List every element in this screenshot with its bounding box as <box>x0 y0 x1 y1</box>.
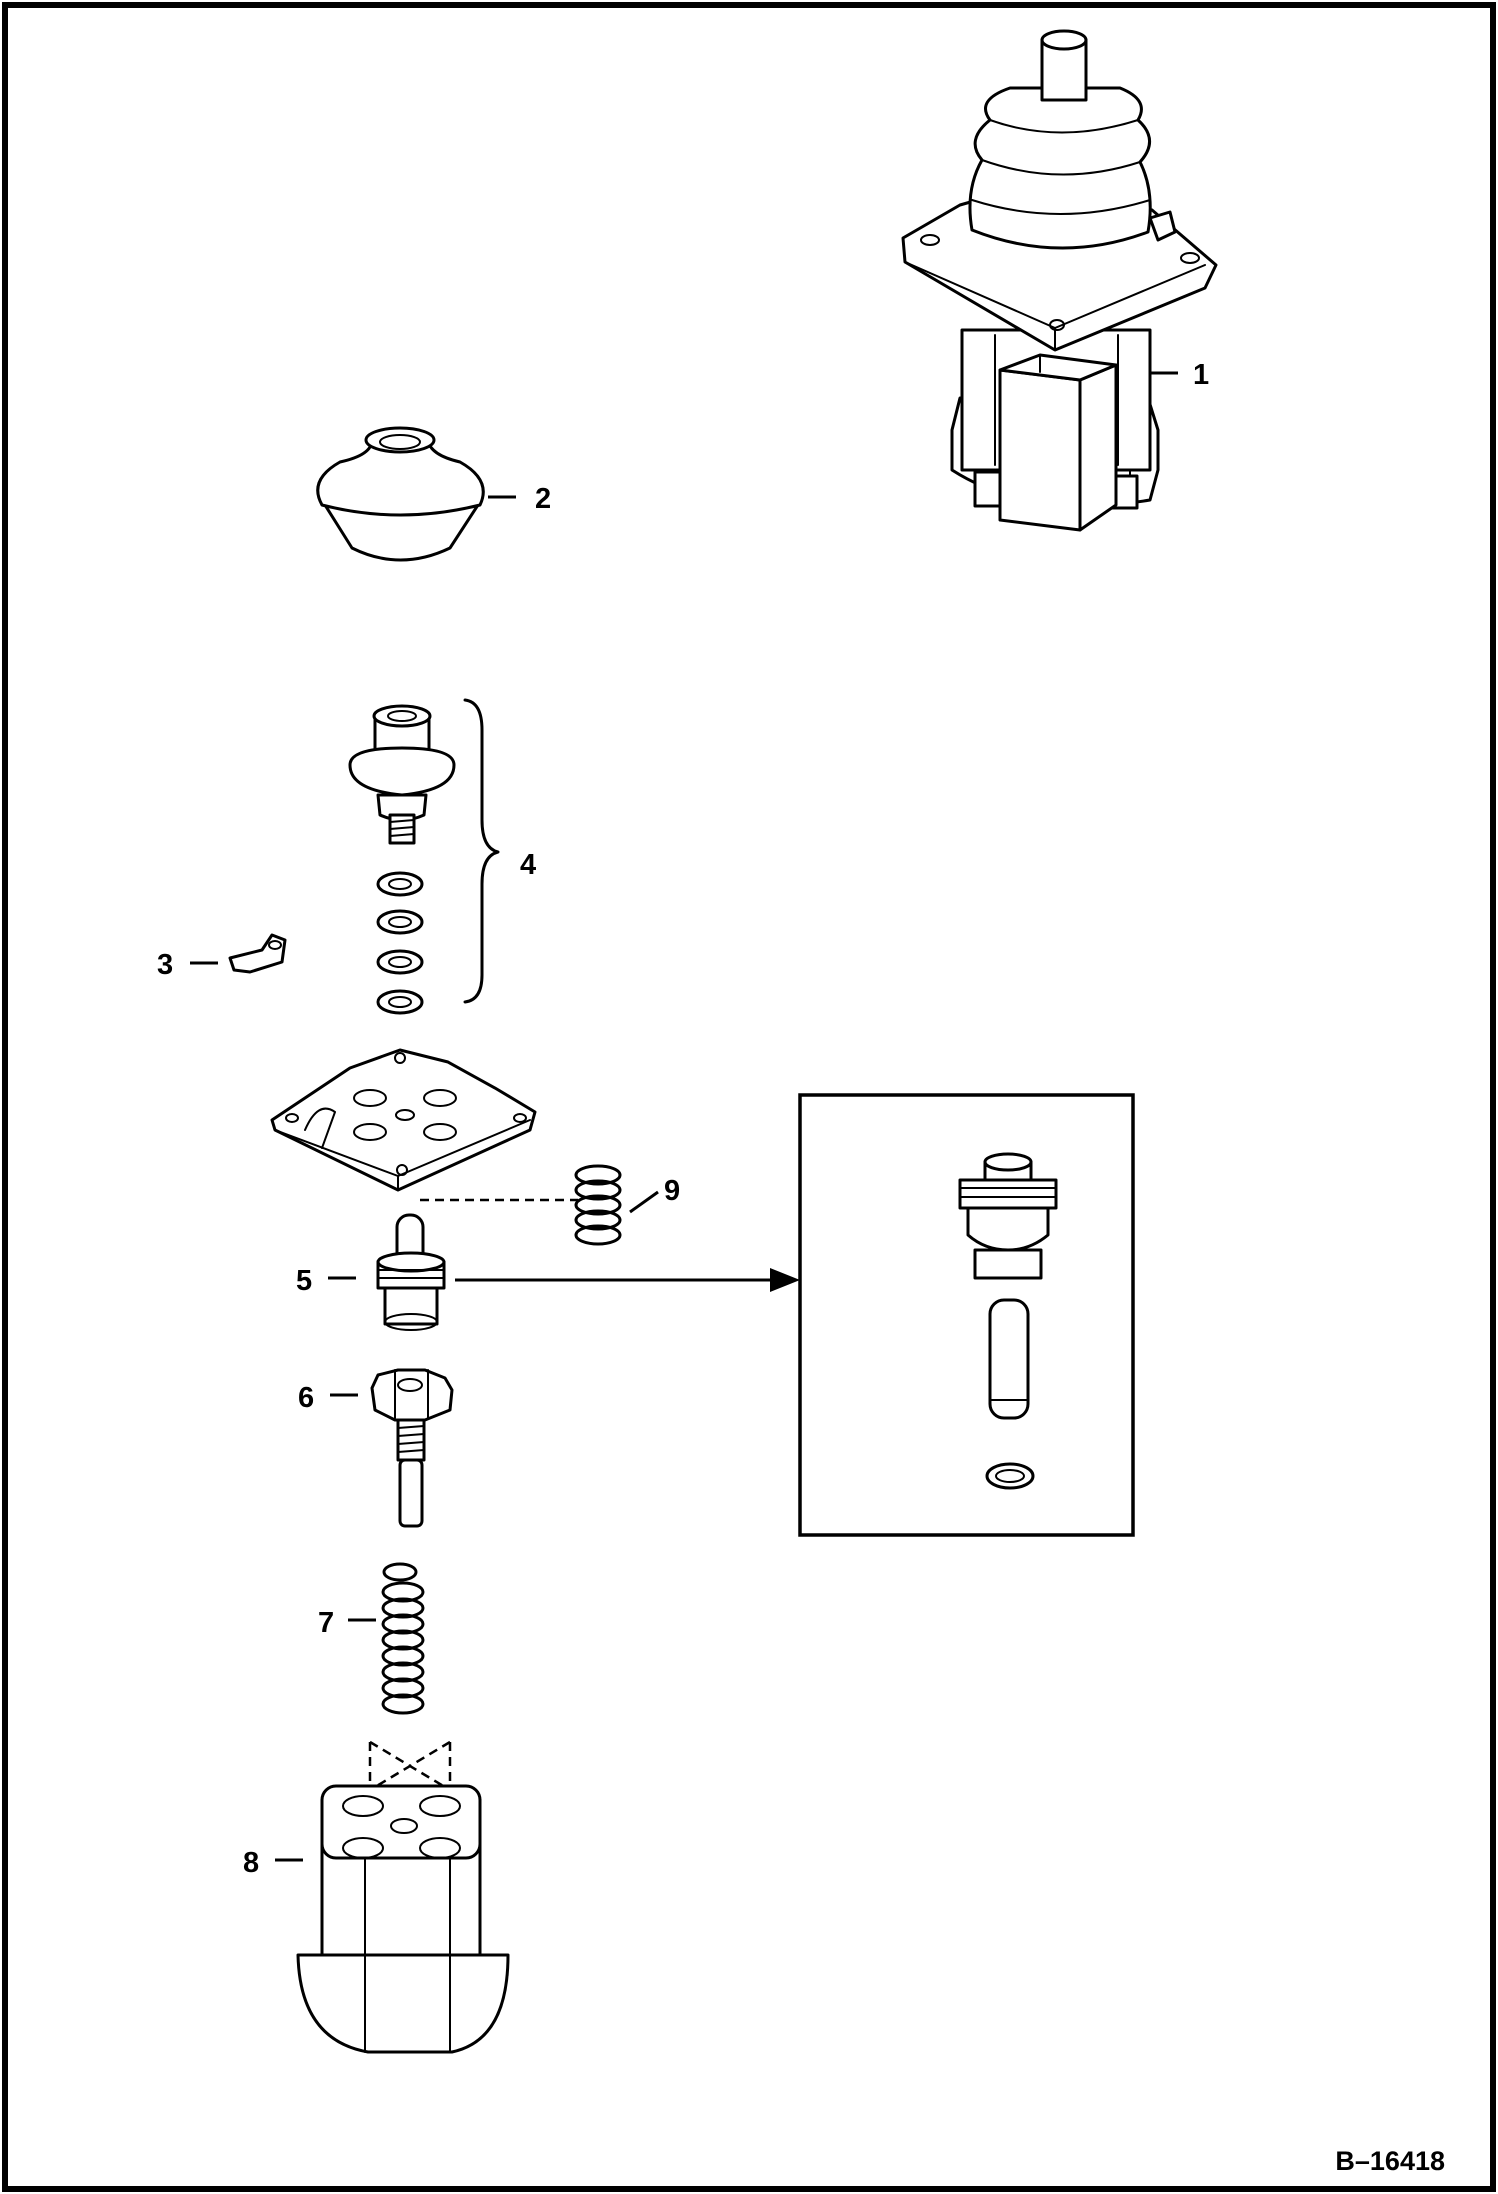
part-8-valve-body <box>296 1740 510 2054</box>
callouts: 1 2 3 4 5 6 7 8 9 <box>157 359 1209 1879</box>
callout-6: 6 <box>298 1382 314 1414</box>
leader-lines <box>190 371 1178 1862</box>
detail-inset <box>798 1093 1135 1537</box>
part-2-boot-cap <box>316 426 485 562</box>
part-4-plunger-kit <box>348 698 500 1015</box>
part-9-small-spring <box>420 1164 622 1246</box>
callout-3: 3 <box>157 949 173 981</box>
document-number: B–16418 <box>1335 2146 1445 2176</box>
part-3-clip <box>228 933 287 974</box>
callout-4: 4 <box>520 849 536 881</box>
callout-5: 5 <box>296 1265 312 1297</box>
detail-arrow <box>455 1268 800 1292</box>
cover-plate <box>270 1048 537 1192</box>
part-1-valve-assembly <box>901 29 1218 532</box>
callout-8: 8 <box>243 1847 259 1879</box>
part-7-return-spring <box>381 1562 425 1715</box>
part-5-pusher <box>376 1213 446 1331</box>
callout-1: 1 <box>1193 359 1209 391</box>
part-6-adjusting-nut <box>370 1368 454 1528</box>
callout-9: 9 <box>664 1175 680 1207</box>
callout-2: 2 <box>535 483 551 515</box>
callout-7: 7 <box>318 1607 334 1639</box>
